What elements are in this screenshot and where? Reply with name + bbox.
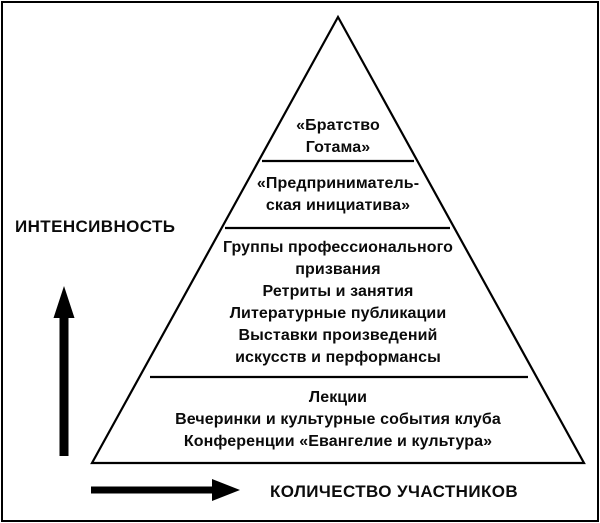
intensity-axis-label: ИНТЕНСИВНОСТЬ	[15, 217, 176, 236]
pyramid-level-top-label: «Братство Готама»	[296, 117, 380, 156]
right-arrow-icon	[91, 479, 240, 501]
pyramid-level-second-label: «Предприниматель- ская инициатива»	[256, 175, 420, 214]
up-arrow-icon	[53, 286, 75, 456]
pyramid-outline	[90, 14, 586, 465]
pyramid-level-third-label: Группы профессионального призвания Ретри…	[222, 239, 454, 366]
participants-axis-label: КОЛИЧЕСТВО УЧАСТНИКОВ	[270, 482, 519, 501]
pyramid-level-base-label: Лекции Вечеринки и культурные события кл…	[175, 389, 501, 450]
